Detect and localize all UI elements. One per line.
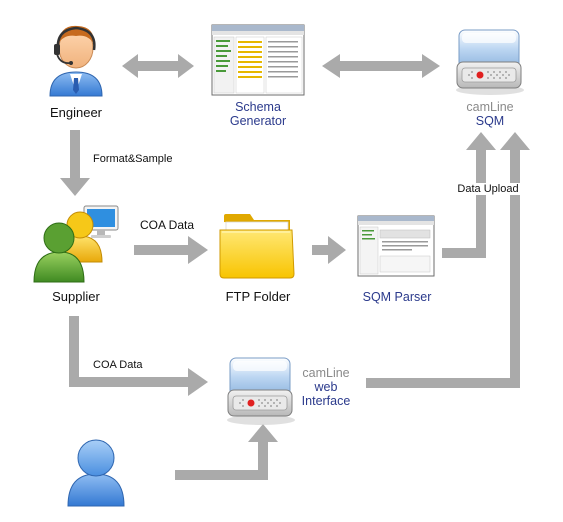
folder-icon (219, 214, 295, 279)
arrow-supplier-web (69, 316, 208, 396)
web-label: web (314, 380, 338, 394)
format-sample-flow-label: Format&Sample (93, 153, 173, 165)
interface-label: Interface (301, 394, 351, 408)
arrow-engineer-schema (122, 54, 194, 78)
schema-generator-label: Schema Generator (222, 100, 294, 128)
camline-brand-label: camLine (466, 100, 514, 114)
schema-generator-label-line2: Generator (229, 114, 287, 128)
arrow-user-web (175, 424, 278, 480)
ftp-folder-label: FTP Folder (225, 289, 291, 304)
schema-generator-screenshot-icon (211, 24, 305, 96)
camline-web-interface-label: camLine web Interface (294, 366, 358, 408)
camline-sqm-label: camLine SQM (452, 100, 528, 128)
sqm-parser-screenshot-icon (357, 215, 435, 277)
engineer-headset-icon (49, 25, 103, 97)
user-icon (67, 439, 125, 507)
data-upload-text: Data Upload (455, 183, 521, 195)
arrow-schema-sqm (322, 54, 440, 78)
server-icon (456, 29, 524, 95)
sqm-parser-label: SQM Parser (362, 290, 432, 304)
engineer-label: Engineer (49, 105, 103, 120)
supplier-group-icon (33, 205, 119, 283)
arrow-web-sqm (366, 132, 530, 388)
schema-generator-label-line1: Schema (235, 100, 281, 114)
sqm-product-label: SQM (475, 114, 505, 128)
arrow-parser-sqm (442, 132, 496, 258)
data-upload-flow-label: Data Upload (455, 182, 521, 196)
coa-data-bottom-flow-label: COA Data (93, 359, 143, 371)
camline-web-brand-label: camLine (302, 366, 350, 380)
arrow-engineer-supplier (60, 130, 90, 196)
arrow-supplier-ftp (134, 236, 208, 264)
supplier-label: Supplier (52, 289, 100, 304)
arrow-ftp-parser (312, 236, 346, 264)
coa-data-top-flow-label: COA Data (140, 218, 195, 232)
server-icon (227, 357, 295, 425)
